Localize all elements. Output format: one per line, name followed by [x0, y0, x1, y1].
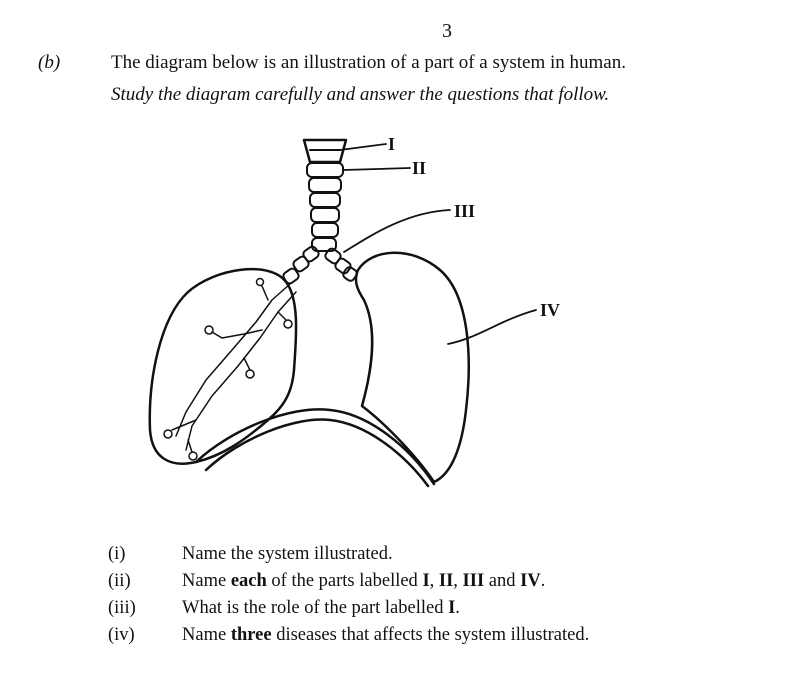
question-text: What is the role of the part labelled I.: [182, 598, 460, 619]
question-text-part: diseases that affects the system illustr…: [271, 625, 590, 645]
question-text-part: .: [455, 598, 460, 618]
question-text-part: and: [484, 571, 521, 591]
question-text-bold: I: [422, 571, 430, 591]
question-text-part: What is the role of the part labelled: [182, 598, 449, 618]
question-text-bold: each: [230, 571, 267, 591]
question-item: (ii) Name each of the parts labelled I, I…: [108, 571, 589, 598]
question-text-part: ,: [429, 571, 439, 591]
question-text-part: Name: [182, 571, 231, 591]
larynx-drawing: [302, 138, 348, 164]
question-number: (iii): [108, 598, 136, 618]
question-text-part: .: [540, 571, 546, 591]
question-text-bold: I: [448, 598, 456, 618]
question-number: (ii): [108, 571, 131, 591]
respiratory-diagram: [148, 138, 537, 488]
question-text: Name three diseases that affects the sys…: [182, 625, 589, 646]
diaphragm-drawing: [194, 408, 436, 488]
question-text: Name the system illustrated.: [182, 544, 393, 565]
question-list: (i) Name the system illustrated. (ii) Name …: [108, 544, 589, 652]
question-item: (iii) What is the role of the part labell…: [108, 598, 589, 625]
section-label: (b): [38, 52, 61, 73]
question-item: (iv) Name three diseases that affects the…: [108, 625, 589, 652]
question-text-part: Name: [182, 625, 231, 645]
label-leader-lines: [339, 143, 537, 345]
intro-line-1: The diagram below is an illustration of …: [111, 52, 626, 73]
question-text-bold: II: [438, 571, 454, 591]
question-text-bold: III: [462, 571, 485, 591]
question-number: (iv): [108, 625, 135, 645]
question-text-bold: IV: [520, 571, 541, 591]
question-number: (i): [108, 544, 126, 564]
left-lung-drawing: [148, 267, 298, 465]
right-lung-drawing: [354, 251, 470, 484]
question-text-part: ,: [453, 571, 463, 591]
page-number: 3: [442, 20, 452, 42]
trachea-drawing: [306, 162, 344, 252]
question-text-part: Name the system illustrated.: [182, 544, 393, 564]
intro-line-2: Study the diagram carefully and answer t…: [111, 84, 610, 105]
question-text: Name each of the parts labelled I, II, I…: [182, 571, 545, 592]
question-text-bold: three: [230, 625, 272, 645]
question-item: (i) Name the system illustrated.: [108, 544, 589, 571]
question-text-part: of the parts labelled: [266, 571, 423, 591]
